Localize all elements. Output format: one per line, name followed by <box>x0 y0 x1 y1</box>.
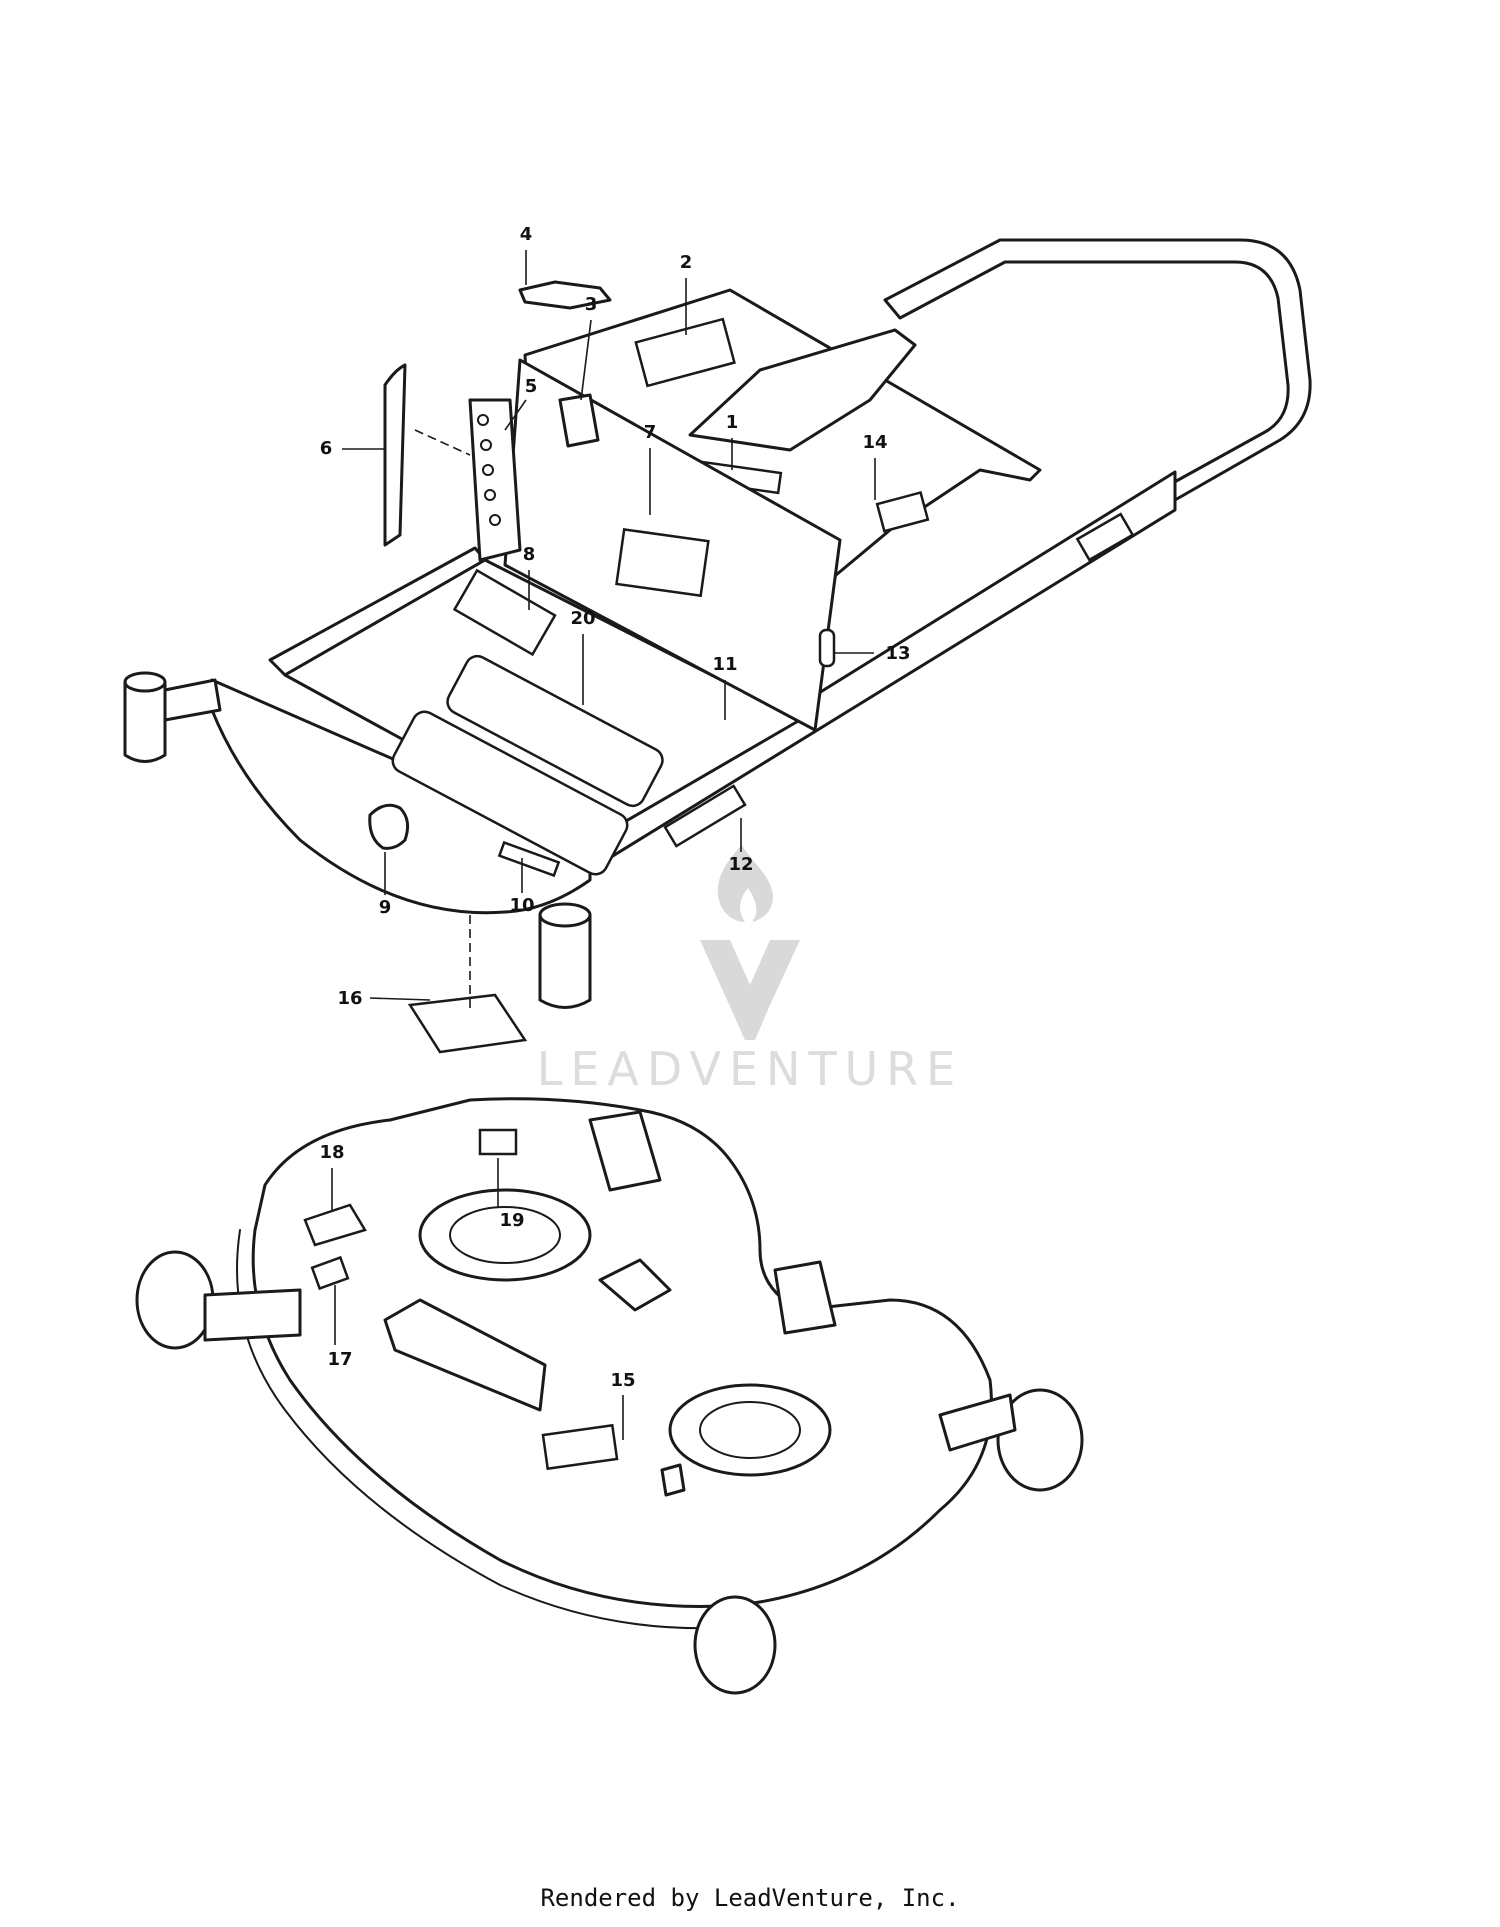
deck-decal-17 <box>310 1255 350 1291</box>
callout-12-label: 12 <box>728 854 753 875</box>
panel-decal <box>615 528 710 598</box>
callout-8-label: 8 <box>523 544 536 565</box>
callout-19-label: 19 <box>499 1210 524 1231</box>
callout-17: 17 <box>327 1285 353 1370</box>
callout-9: 9 <box>379 852 392 918</box>
floor-mat-lower <box>391 710 629 876</box>
callout-17-label: 17 <box>327 1349 352 1370</box>
bumper-decal-10 <box>497 840 561 878</box>
left-caster-socket <box>123 680 167 763</box>
deck-wheel-front <box>693 1595 777 1695</box>
callout-5: 5 <box>504 376 538 431</box>
callout-4: 4 <box>520 224 533 285</box>
callout-6: 6 <box>320 438 385 459</box>
callout-1: 1 <box>726 412 739 470</box>
callout-2: 2 <box>680 252 693 335</box>
watermark-text: LEADVENTURE <box>537 1042 964 1096</box>
deck-wheel-left <box>135 1250 215 1350</box>
callout-13: 13 <box>834 643 911 664</box>
callout-11-label: 11 <box>712 654 737 675</box>
front-bumper <box>210 678 592 915</box>
deck-decal-19 <box>478 1128 518 1156</box>
callout-7-label: 7 <box>644 422 657 443</box>
deck-wheel-right-arm <box>938 1393 1017 1452</box>
callout-14-label: 14 <box>862 432 887 453</box>
callouts: 4 2 3 5 1 14 7 6 <box>319 224 911 1440</box>
leadventure-watermark: LEADVENTURE <box>537 845 964 1096</box>
footer-credit: Rendered by LeadVenture, Inc. <box>540 1884 960 1912</box>
callout-6-label: 6 <box>320 438 333 459</box>
callout-16-label: 16 <box>337 988 362 1009</box>
deck-wheel-right <box>996 1388 1084 1492</box>
v-logo-icon <box>700 940 800 1040</box>
decal-16 <box>407 993 528 1054</box>
callout-3: 3 <box>580 294 598 401</box>
deck-bracket-center <box>598 1258 672 1312</box>
rail-decal-12 <box>663 784 747 848</box>
knob-9 <box>368 803 410 850</box>
right-caster-socket <box>538 913 592 1009</box>
callout-10: 10 <box>509 858 535 916</box>
deck-baffle-top <box>588 1110 662 1192</box>
mower-deck <box>135 1097 1084 1695</box>
callout-20-label: 20 <box>570 608 595 629</box>
floor-decal-8 <box>452 568 557 657</box>
callout-8: 8 <box>523 544 536 610</box>
grease-fitting <box>660 1463 686 1497</box>
callout-20: 20 <box>570 608 596 705</box>
deck-bracket-long <box>383 1298 547 1412</box>
deck-baffle-right <box>773 1260 837 1335</box>
seat-decal-14 <box>875 490 930 533</box>
callout-15: 15 <box>610 1370 636 1440</box>
callout-9-label: 9 <box>379 897 392 918</box>
right-spindle-inner <box>699 1401 801 1459</box>
seat-decal-2 <box>634 317 736 388</box>
callout-18-label: 18 <box>319 1142 344 1163</box>
left-spindle-inner <box>449 1206 561 1264</box>
bracket-holes <box>477 414 501 526</box>
callout-19: 19 <box>497 1158 525 1231</box>
callout-4-label: 4 <box>520 224 533 245</box>
callout-11: 11 <box>712 654 738 720</box>
rail-decal-right <box>1075 512 1135 562</box>
callout-5-label: 5 <box>525 376 538 397</box>
callout-16: 16 <box>337 988 431 1009</box>
strip-6 <box>383 363 407 547</box>
callout-13-label: 13 <box>885 643 910 664</box>
callout-10-label: 10 <box>509 895 534 916</box>
callout-15-label: 15 <box>610 1370 635 1391</box>
deck-decal-18 <box>303 1203 367 1247</box>
left-caster-bracket <box>163 678 222 722</box>
flame-logo-icon <box>717 845 774 922</box>
callout-3-label: 3 <box>585 294 598 315</box>
callout-12: 12 <box>728 818 754 875</box>
assembly-line-6 <box>414 429 471 456</box>
plate-4 <box>518 280 612 310</box>
clip-3 <box>558 393 600 448</box>
callout-1-label: 1 <box>726 412 739 433</box>
left-caster-socket-top <box>123 671 167 693</box>
callout-2-label: 2 <box>680 252 693 273</box>
deck-decal-15 <box>541 1423 619 1471</box>
floor-mat-upper <box>446 654 664 808</box>
callout-14: 14 <box>862 432 888 500</box>
seat-opening <box>688 328 917 452</box>
right-spindle-ring <box>668 1383 832 1477</box>
callout-18: 18 <box>319 1142 345 1210</box>
left-spindle-ring <box>418 1188 592 1282</box>
callout-7: 7 <box>644 422 657 515</box>
side-bracket <box>468 398 522 562</box>
deck-wheel-left-arm <box>203 1288 302 1342</box>
panel-slot-13 <box>818 628 836 668</box>
right-caster-socket-top <box>538 902 592 928</box>
frame-assembly <box>123 238 1312 1054</box>
